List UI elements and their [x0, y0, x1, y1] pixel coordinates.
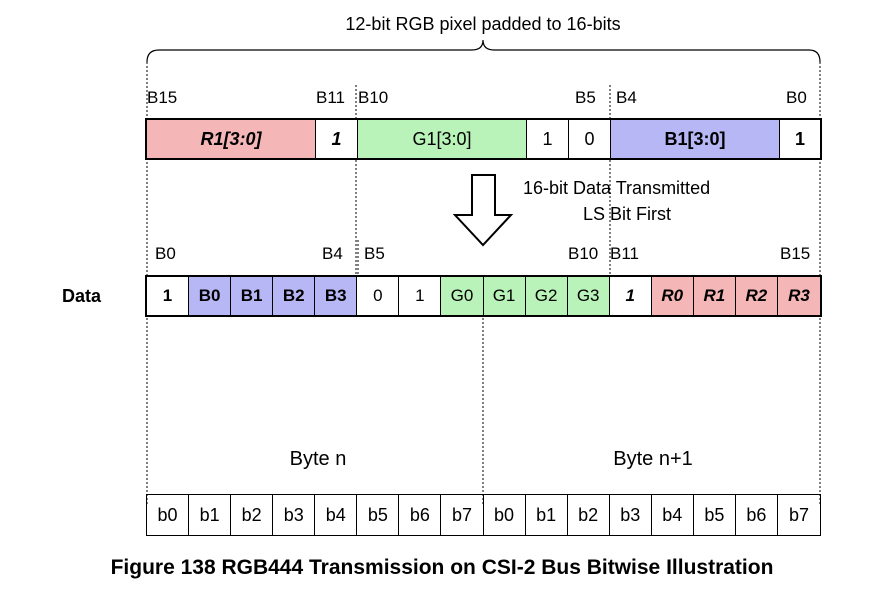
data-bit-10: G3	[567, 277, 610, 315]
label-mid-b4: B4	[322, 244, 343, 263]
byte-bit-11: b3	[610, 495, 652, 535]
arrow-note-line2: LS Bit First	[583, 204, 672, 224]
data-bit-0: 1	[147, 277, 190, 315]
data-bit-3: B2	[273, 277, 316, 315]
top-field-0: R1[3:0]	[147, 120, 316, 158]
data-bit-5: 0	[357, 277, 400, 315]
top-field-5: B1[3:0]	[611, 120, 780, 158]
byte-n1-label: Byte n+1	[613, 448, 693, 470]
byte-bit-12: b4	[652, 495, 694, 535]
byte-bit-7: b7	[441, 495, 484, 535]
top-field-4: 0	[569, 120, 611, 158]
byte-bit-2: b2	[231, 495, 274, 535]
label-mid-b5: B5	[364, 244, 385, 263]
byte-bit-10: b2	[568, 495, 610, 535]
top-field-1: 1	[316, 120, 358, 158]
top-field-6: 1	[780, 120, 820, 158]
byte-bit-9: b1	[526, 495, 568, 535]
data-bit-8: G1	[483, 277, 526, 315]
top-field-2: G1[3:0]	[358, 120, 527, 158]
label-mid-b10: B10	[568, 244, 599, 263]
data-bit-14: R2	[735, 277, 778, 315]
figure-caption: Figure 138 RGB444 Transmission on CSI-2 …	[110, 556, 774, 579]
data-bit-7: G0	[441, 277, 484, 315]
label-top-b15: B15	[147, 88, 178, 107]
label-top-b4: B4	[616, 88, 637, 107]
label-top-b0: B0	[786, 88, 807, 107]
label-top-b5: B5	[575, 88, 596, 107]
byte-bit-1: b1	[189, 495, 232, 535]
data-bit-9: G2	[525, 277, 568, 315]
data-bit-15: R3	[777, 277, 820, 315]
byte-bit-5: b5	[357, 495, 400, 535]
data-label: Data	[62, 286, 102, 306]
data-bit-12: R0	[651, 277, 694, 315]
byte-bit-14: b6	[736, 495, 778, 535]
data-bit-2: B1	[231, 277, 274, 315]
byte-bit-13: b5	[694, 495, 736, 535]
label-mid-b11: B11	[610, 244, 639, 263]
label-mid-b0: B0	[155, 244, 176, 263]
data-bit-13: R1	[693, 277, 736, 315]
byte-bit-15: b7	[788, 504, 809, 525]
data-bit-4: B3	[315, 277, 358, 315]
byte-n-label: Byte n	[289, 448, 347, 470]
byte-bit-3: b3	[273, 495, 316, 535]
byte-bit-4: b4	[315, 495, 358, 535]
data-bit-6: 1	[399, 277, 442, 315]
label-mid-b15: B15	[780, 244, 811, 263]
brace-label: 12-bit RGB pixel padded to 16-bits	[345, 14, 621, 34]
brace	[146, 39, 821, 63]
label-top-b11: B11	[316, 88, 345, 107]
top-field-3: 1	[527, 120, 569, 158]
byte-bit-6: b6	[399, 495, 442, 535]
data-bit-1: B0	[189, 277, 232, 315]
label-top-b10: B10	[358, 88, 389, 107]
down-arrow-icon	[452, 174, 514, 247]
byte-bit-0: b0	[147, 495, 190, 535]
byte-bit-8: b0	[484, 495, 526, 535]
arrow-note-line1: 16-bit Data Transmitted	[523, 178, 711, 198]
data-bit-11: 1	[609, 277, 652, 315]
